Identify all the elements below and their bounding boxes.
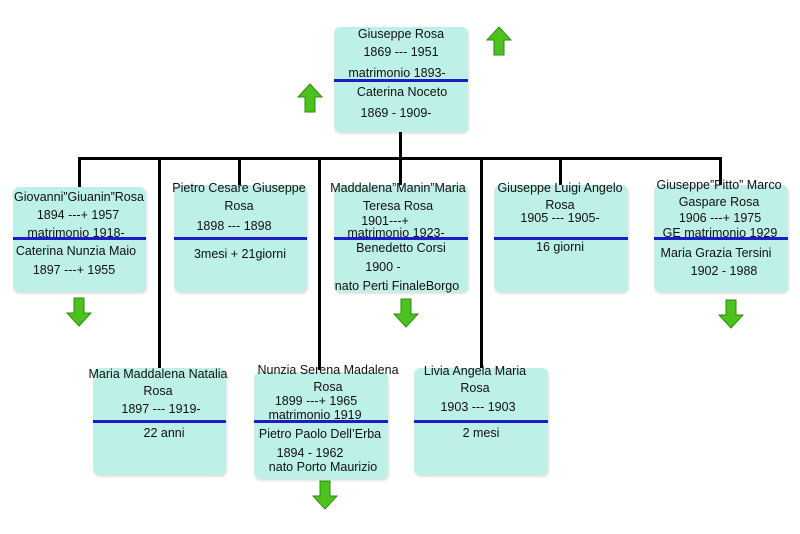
person-dates: 1901---+ [361,214,409,228]
person-surname: Rosa [224,199,254,213]
person-dates: 1897 --- 1919- [121,402,201,416]
spouse-name: Caterina Noceto [356,85,448,99]
drop-line-giovanni [78,157,81,187]
lifespan-note: 3mesi + 21giorni [193,247,287,261]
spouse-name: Benedetto Corsi [356,241,446,255]
drop-line-giuseppe-luigi [559,157,562,185]
lifespan-note: 22 anni [143,426,185,440]
spouse-separator [93,420,226,423]
person-surname: Teresa Rosa [362,199,434,213]
person-box-nunzia-rosa[interactable] [254,372,388,479]
person-surname: Rosa [460,381,490,395]
person-name: Maddalena”Manin”Maria [330,181,466,195]
drop-line-nunzia [318,157,321,370]
navigate-down-arrow-icon[interactable] [312,480,338,510]
spouse-separator [254,420,388,423]
drop-line-maria-maddalena [158,157,161,370]
spouse-separator [13,237,146,240]
drop-line-giuseppe-pitto [719,157,722,185]
spouse-separator [334,237,468,240]
spouse-dates: 1902 - 1988 [690,264,758,278]
lifespan-note: 2 mesi [462,426,500,440]
spouse-separator [414,420,548,423]
marriage-text: GE matrimonio 1929 [662,226,778,240]
spouse-name: Caterina Nunzia Maio [15,244,137,258]
marriage-text: matrimonio 1893- [348,66,446,80]
person-surname: Rosa [545,198,575,212]
person-name: Giovanni”Giuanin”Rosa [14,190,144,204]
marriage-text: matrimonio 1919 [268,408,362,422]
spouse-dates: 1894 - 1962 [276,446,344,460]
spouse-name: Maria Grazia Tersini [660,246,772,260]
drop-line-pietro [238,157,241,185]
spouse-birthplace: nato Perti FinaleBorgo [334,279,460,293]
person-name: Maria Maddalena Natalia [88,367,228,381]
root-stem-line [399,132,402,160]
navigate-down-arrow-icon[interactable] [718,299,744,329]
person-dates: 1905 --- 1905- [520,211,600,225]
marriage-text: matrimonio 1923- [347,226,445,240]
lifespan-note: 16 giorni [536,240,584,254]
person-surname: Rosa [313,380,343,394]
person-surname: Gaspare Rosa [678,195,760,209]
person-surname: Rosa [143,384,173,398]
navigate-up-arrow-icon[interactable] [486,26,512,56]
spouse-name: Pietro Paolo Dell’Erba [258,427,382,441]
spouse-separator [654,237,788,240]
navigate-down-arrow-icon[interactable] [66,297,92,327]
person-dates: 1869 --- 1951 [363,45,439,59]
spouse-dates: 1900 - [365,260,401,274]
spouse-birthplace: nato Porto Maurizio [268,460,378,474]
person-name: Livia Angela Maria [423,364,527,378]
drop-line-maddalena [399,157,402,185]
navigate-up-arrow-icon[interactable] [297,83,323,113]
spouse-separator [174,237,307,240]
person-name: Pietro Cesare Giuseppe [172,181,306,195]
person-dates: 1898 --- 1898 [196,219,272,233]
person-name: Giuseppe Rosa [357,27,445,41]
spouse-dates: 1897 ---+ 1955 [32,263,116,277]
drop-line-livia [480,157,483,370]
spouse-separator [334,79,468,82]
person-dates: 1903 --- 1903 [440,400,516,414]
marriage-text: matrimonio 1918- [27,226,125,240]
navigate-down-arrow-icon[interactable] [393,298,419,328]
person-dates: 1906 ---+ 1975 [678,211,762,225]
spouse-dates: 1869 - 1909- [360,106,432,120]
person-name: Giuseppe Luigi Angelo [497,181,623,195]
person-dates: 1894 ---+ 1957 [36,208,120,222]
person-dates: 1899 ---+ 1965 [274,394,358,408]
spouse-separator [494,237,628,240]
person-name: Giuseppe”Pitto” Marco [656,178,782,192]
person-name: Nunzia Serena Madalena [257,363,399,377]
